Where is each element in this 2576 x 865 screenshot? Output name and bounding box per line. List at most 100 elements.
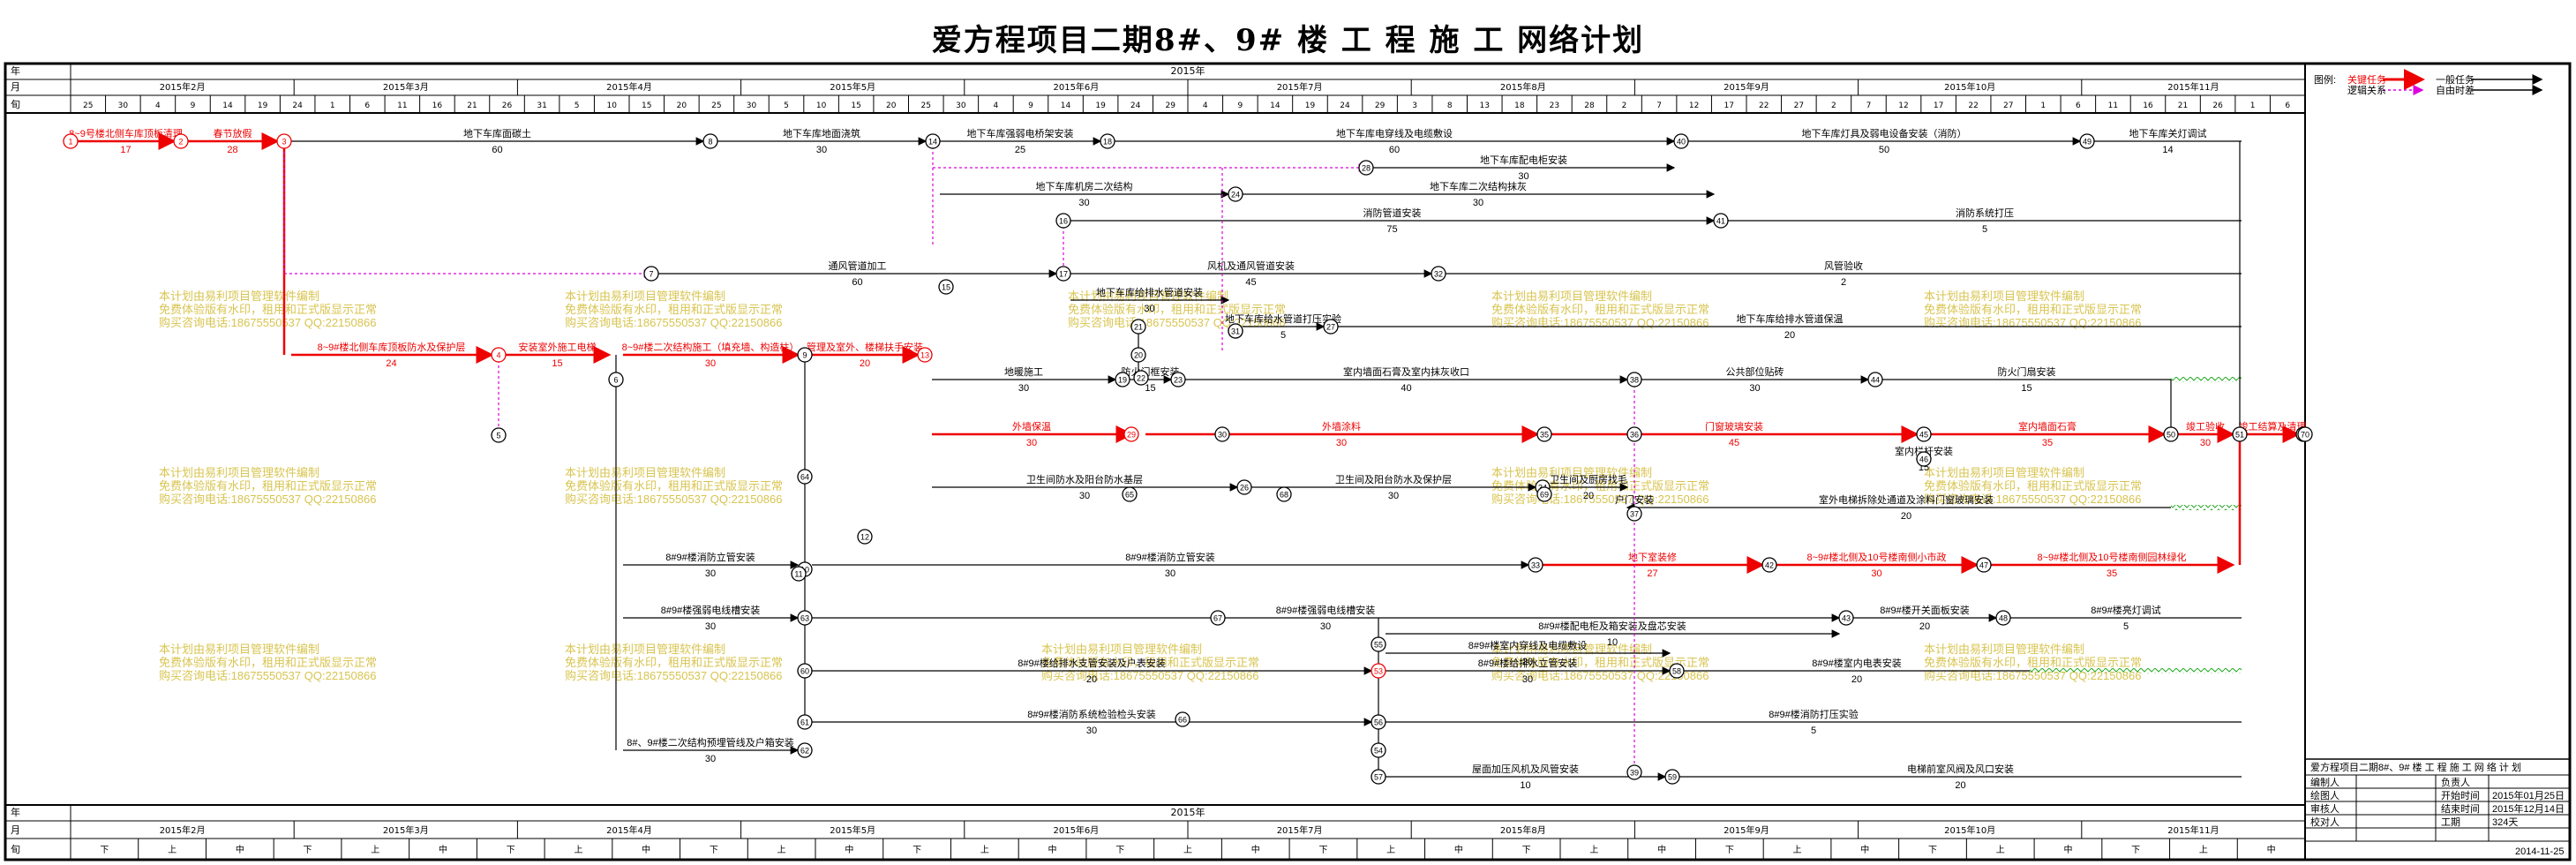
event-node-number: 35 (1540, 431, 1549, 440)
watermark-line: 免费体验版有水印，租用和正式版显示正常 (1491, 656, 1709, 669)
task-label: 8#9#楼室内电表安装 (1812, 657, 1901, 669)
xun-label: 下 (1318, 846, 1327, 855)
watermark-line: 本计划由易利项目管理软件编制 (1491, 466, 1652, 479)
task-duration: 30 (1165, 568, 1175, 579)
task-label: 8#9#楼消防系统检验检头安装 (1027, 708, 1155, 720)
task-label: 室外电梯拆除处通道及涂料门窗玻璃安装 (1819, 493, 1994, 506)
month-label: 2015年2月 (160, 824, 206, 836)
task-duration: 30 (1078, 198, 1089, 208)
event-node-number: 67 (1213, 614, 1222, 623)
event-node-number: 19 (1118, 376, 1127, 385)
day-tick-label: 24 (292, 102, 303, 110)
day-tick-label: 18 (1514, 102, 1525, 110)
free-float-line (2030, 668, 2242, 673)
task-duration: 15 (2021, 383, 2032, 394)
day-tick-label: 25 (83, 102, 93, 110)
watermark-line: 免费体验版有水印，租用和正式版显示正常 (159, 303, 377, 316)
task-duration: 60 (1389, 145, 1400, 155)
event-node (1761, 557, 1777, 573)
day-tick-label: 9 (191, 102, 196, 110)
watermark-line: 本计划由易利项目管理软件编制 (565, 290, 725, 303)
day-tick-label: 17 (1934, 102, 1943, 110)
watermark-line: 本计划由易利项目管理软件编制 (1924, 290, 2084, 303)
month-label: 2015年2月 (160, 81, 206, 93)
day-tick-label: 29 (1375, 102, 1386, 110)
event-node-number: 57 (1374, 773, 1383, 782)
xun-label: 上 (2199, 845, 2208, 855)
event-node (1669, 663, 1685, 679)
event-node-number: 50 (2167, 431, 2175, 440)
event-node (797, 742, 813, 758)
row-label: 月 (11, 81, 20, 93)
task-label: 8#9#楼消防打压实验 (1769, 708, 1858, 720)
task-duration: 30 (1086, 726, 1097, 736)
task-duration: 17 (120, 145, 131, 155)
tb-key2: 结束时间 (2441, 803, 2480, 815)
watermark-line: 购买咨询电话:18675550537 QQ:22150866 (1041, 669, 1258, 682)
day-tick-label: 15 (851, 102, 860, 110)
event-node-number: 38 (1630, 376, 1639, 385)
task-duration: 27 (1647, 568, 1657, 579)
task-duration: 5 (1280, 330, 1286, 341)
watermark-line: 本计划由易利项目管理软件编制 (1491, 290, 1652, 303)
event-node (1123, 426, 1139, 442)
day-tick-label: 19 (1305, 102, 1316, 110)
event-node-number: 29 (1127, 431, 1136, 440)
task-duration: 60 (852, 277, 862, 288)
month-label: 2015年7月 (1277, 824, 1323, 836)
event-node-number: 70 (2301, 431, 2309, 440)
task-label: 地下室装修 (1628, 551, 1677, 563)
watermark-line: 本计划由易利项目管理软件编制 (1924, 643, 2084, 656)
task-label: 外墙保温 (1012, 420, 1051, 432)
event-node (1122, 486, 1138, 502)
event-node-number: 60 (800, 667, 809, 676)
task-label: 户门安装 (1615, 493, 1654, 506)
task-label: 通风管道加工 (829, 260, 887, 272)
xun-label: 中 (845, 844, 853, 855)
event-node (1867, 372, 1883, 387)
task-label: 风机及通风管道安装 (1207, 260, 1295, 272)
task-duration: 30 (1079, 491, 1090, 501)
event-node-number: 31 (1231, 327, 1240, 336)
day-tick-label: 1 (2250, 102, 2256, 110)
task-label: 8~9#楼北侧车库顶板防水及保护层 (318, 341, 466, 353)
event-node-number: 56 (1374, 718, 1383, 727)
task-duration: 30 (705, 568, 716, 579)
event-node (1536, 486, 1552, 502)
day-tick-label: 7 (1656, 102, 1662, 110)
xun-label: 下 (1928, 846, 1937, 855)
task-duration: 30 (1144, 304, 1154, 314)
day-tick-label: 20 (677, 102, 687, 110)
day-tick-label: 11 (397, 102, 407, 110)
watermark-line: 免费体验版有水印，租用和正式版显示正常 (565, 656, 783, 669)
event-node (917, 347, 933, 363)
watermark-line: 免费体验版有水印，租用和正式版显示正常 (1491, 303, 1709, 316)
task-duration: 30 (705, 621, 716, 632)
event-node (1664, 769, 1680, 785)
task-label: 地下车库配电柜安装 (1480, 154, 1567, 166)
task-label: 风管验收 (1824, 260, 1863, 272)
event-node (1713, 213, 1729, 229)
event-node-number: 2 (178, 138, 183, 147)
event-node-number: 51 (2235, 431, 2244, 440)
task-label: 8#9#楼消防立管安装 (1125, 551, 1214, 563)
day-tick-label: 19 (258, 102, 268, 110)
day-tick-label: 31 (537, 102, 546, 110)
event-node (1673, 133, 1689, 149)
task-duration: 45 (1729, 438, 1739, 448)
event-node-number: 37 (1630, 510, 1639, 519)
task-label: 8~9#楼二次结构施工（填充墙、构造柱） (622, 341, 800, 353)
event-node (938, 279, 954, 295)
event-node-number: 7 (649, 270, 653, 279)
event-node-number: 53 (1374, 667, 1383, 676)
day-tick-label: 21 (467, 102, 477, 110)
day-tick-label: 16 (2143, 102, 2153, 110)
event-node (1838, 610, 1854, 626)
event-node (2079, 133, 2095, 149)
free-float-line (2171, 377, 2242, 382)
task-label: 地下车库电穿线及电缆敷设 (1336, 127, 1453, 139)
day-tick-label: 4 (1203, 102, 1208, 110)
day-tick-label: 1 (2040, 102, 2046, 110)
